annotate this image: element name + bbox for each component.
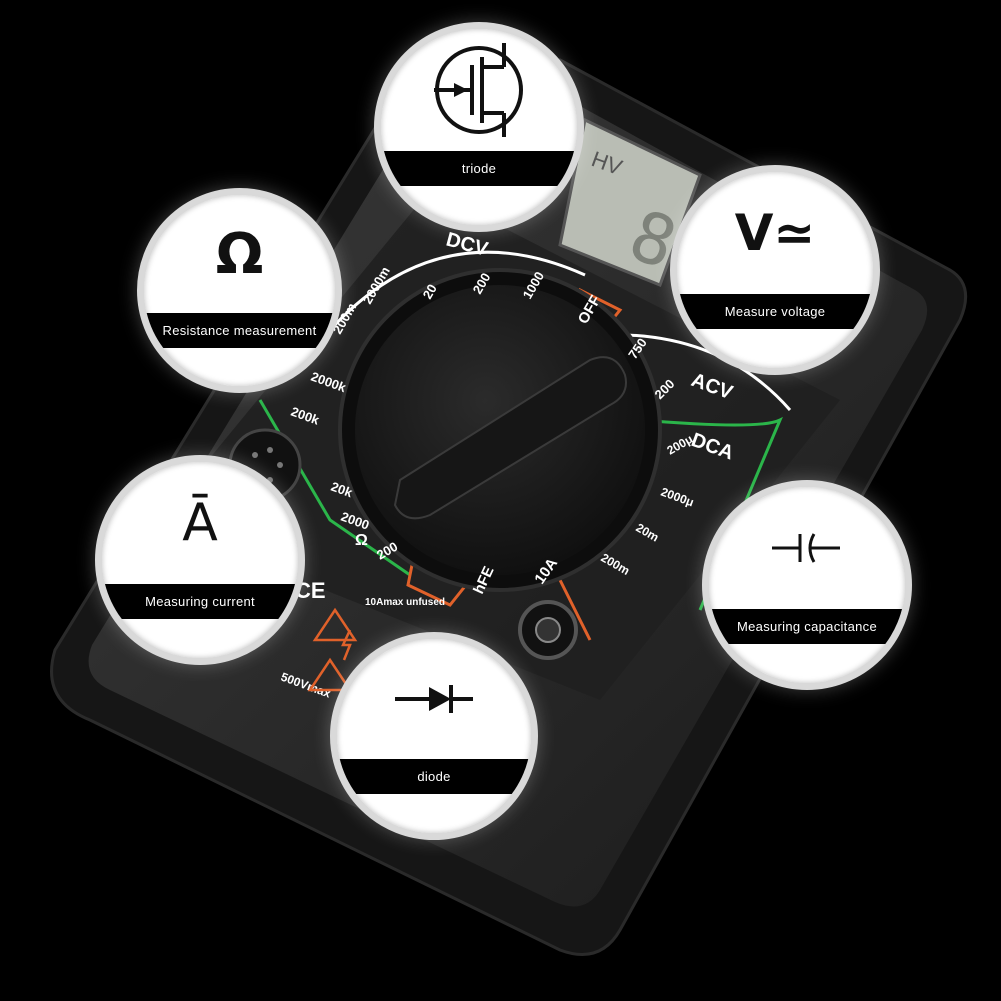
voltage-icon: V≃: [734, 203, 816, 262]
callout-resistance: Ω Resistance measurement: [137, 188, 342, 393]
callout-label: Measuring current: [145, 593, 255, 609]
warning-triangle-icon: [307, 657, 353, 692]
range-ohm-2: 20k: [329, 479, 355, 501]
current-icon: Ā: [182, 492, 218, 553]
triode-icon: [381, 29, 577, 151]
diode-icon: [337, 639, 531, 759]
callout-diode: diode: [330, 632, 538, 840]
callout-label: triode: [461, 160, 497, 176]
callout-band: Measure voltage: [677, 293, 873, 329]
callout-band: triode: [381, 150, 577, 186]
ohm-icon: Ω: [215, 221, 264, 287]
callout-band: Measuring current: [102, 583, 298, 619]
probe-jack[interactable]: [518, 600, 578, 660]
warning-icons: [307, 607, 358, 692]
callout-voltage: V≃ Measure voltage: [670, 165, 880, 375]
lightning-icon: [341, 629, 352, 661]
dial-pointer: [393, 356, 627, 520]
capacitor-icon: [709, 487, 905, 609]
warning-10a: 10Amax unfused: [365, 597, 445, 608]
callout-label: Measuring capacitance: [737, 618, 877, 634]
label-ohm: Ω: [355, 532, 368, 549]
callout-capacitance: Measuring capacitance: [702, 480, 912, 690]
callout-band: diode: [337, 759, 531, 795]
callout-current: Ā Measuring current: [95, 455, 305, 665]
callout-band: Resistance measurement: [144, 313, 335, 348]
callout-band: Measuring capacitance: [709, 608, 905, 644]
callout-label: Measure voltage: [724, 303, 826, 319]
rotary-dial[interactable]: [338, 268, 662, 592]
callout-label: diode: [417, 769, 451, 785]
callout-label: Resistance measurement: [162, 323, 317, 339]
warning-triangle-icon: [312, 607, 358, 642]
range-dcv-1: 20: [420, 281, 440, 301]
callout-triode: triode: [374, 22, 584, 232]
